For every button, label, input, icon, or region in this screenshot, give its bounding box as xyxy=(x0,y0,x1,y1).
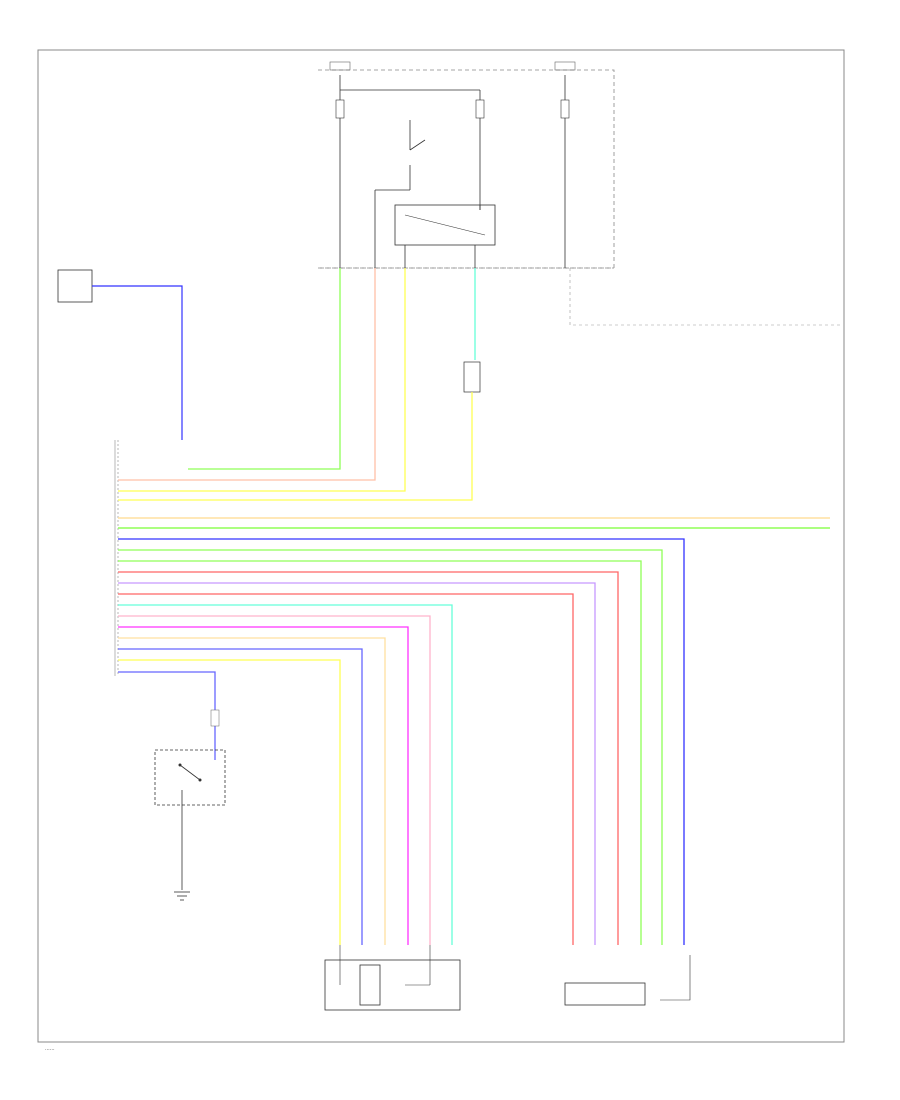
diagram-frame xyxy=(37,49,845,1043)
wires-to-left-connector xyxy=(118,604,453,945)
transmission-switch-circuit xyxy=(118,671,226,901)
right-exit-wires xyxy=(118,517,830,529)
ground-icon xyxy=(174,891,190,901)
left-connector-block xyxy=(324,945,461,1011)
footer-code: ...... xyxy=(45,1046,55,1052)
transmission-switch-icon xyxy=(154,749,226,806)
right-connector-block xyxy=(564,955,691,1006)
diode-icon xyxy=(463,361,481,393)
fuse-b-icon xyxy=(475,99,485,119)
fuse-relay-box xyxy=(318,61,615,269)
top-left-sensor xyxy=(57,269,183,440)
ecu-connector xyxy=(114,440,119,676)
wires-to-right-connector xyxy=(118,538,685,945)
fuse-a-icon xyxy=(335,99,345,119)
wires-from-fuse-box xyxy=(118,268,840,501)
fuse-c-icon xyxy=(560,99,570,119)
relay-coil-icon xyxy=(394,204,496,246)
